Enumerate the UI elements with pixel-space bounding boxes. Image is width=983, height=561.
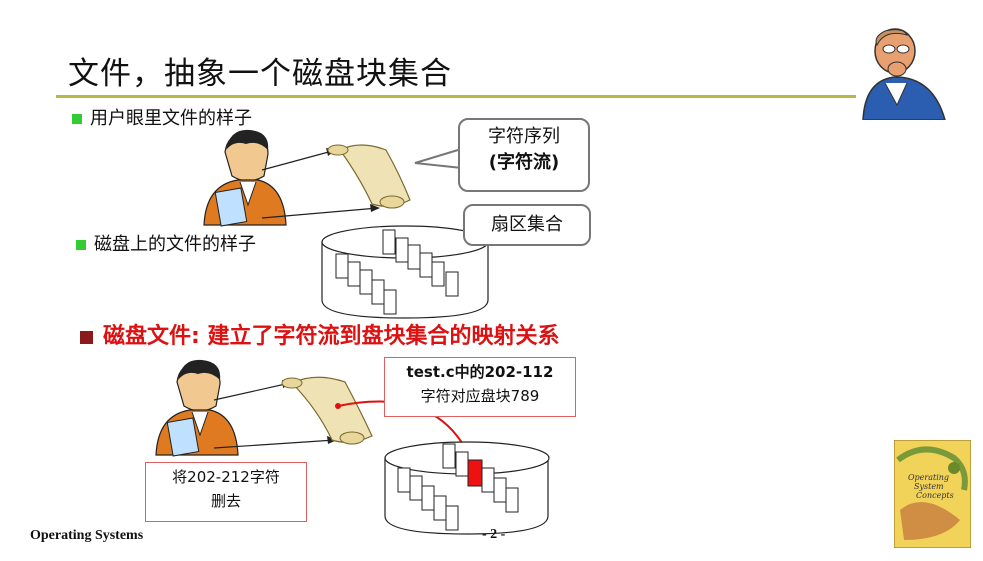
callout-char-sequence-line1: 字符序列: [488, 126, 560, 147]
disk-blocks: [397, 443, 519, 531]
mapping-note-box: test.c中的202-112 字符对应盘块789: [384, 357, 576, 417]
callout-sector-set: 扇区集合: [463, 204, 591, 246]
delete-note-line2: 删去: [210, 492, 241, 510]
footer-course: Operating Systems: [30, 528, 144, 543]
scroll-icon: [281, 376, 373, 445]
bullet-user-view-text: 用户眼里文件的样子: [90, 108, 252, 129]
bullet-square-icon: [80, 330, 93, 344]
svg-text:Operating: Operating: [908, 473, 949, 482]
disk-blocks: [335, 229, 459, 315]
person-reading-icon: [155, 359, 239, 457]
bullet-mapping-text: 磁盘文件: 建立了字符流到盘块集合的映射关系: [103, 324, 560, 349]
bullet-disk-view: 磁盘上的文件的样子: [76, 230, 256, 256]
mapping-note-line2: 字符对应盘块789: [420, 387, 540, 405]
arrow-line: [261, 207, 379, 219]
arrow-line: [261, 149, 337, 171]
bullet-square-icon: [76, 240, 86, 250]
bullet-disk-view-text: 磁盘上的文件的样子: [94, 234, 256, 255]
delete-note-line1: 将202-212字符: [172, 468, 280, 486]
page-title: 文件，抽象一个磁盘块集合: [68, 56, 452, 92]
delete-note-box: 将202-212字符 删去: [145, 462, 307, 522]
callout-char-sequence-line2: (字符流): [488, 152, 560, 173]
professor-cartoon-icon: [862, 28, 946, 120]
title-rule: [56, 95, 856, 98]
disk-cylinder-icon: [384, 441, 550, 535]
book-cover-icon: Operating System Concepts: [894, 440, 971, 548]
bullet-user-view: 用户眼里文件的样子: [72, 104, 252, 130]
page-number: - 2 -: [482, 527, 506, 542]
bullet-mapping: 磁盘文件: 建立了字符流到盘块集合的映射关系: [80, 318, 559, 350]
scroll-icon: [327, 144, 411, 209]
bullet-square-icon: [72, 114, 82, 124]
svg-text:Concepts: Concepts: [916, 491, 954, 500]
mapping-note-line1: test.c中的202-112: [406, 363, 554, 381]
highlight-block: [467, 459, 483, 487]
person-reading-icon: [203, 129, 287, 227]
callout-char-sequence: 字符序列 (字符流): [458, 118, 590, 192]
svg-text:System: System: [914, 482, 944, 491]
